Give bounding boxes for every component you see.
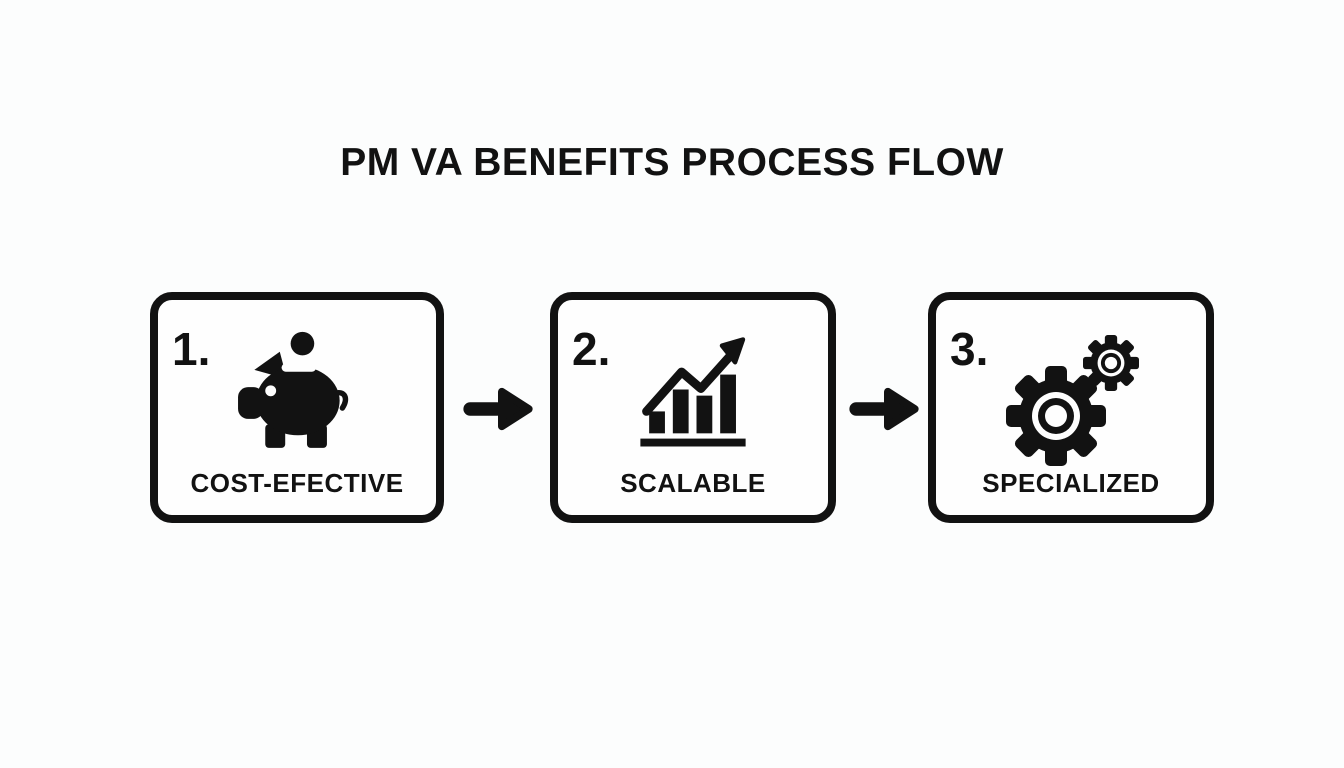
step-number-2: 2. xyxy=(572,323,611,375)
step-label-3: SPECIALIZED xyxy=(982,468,1160,498)
step-box-specialized: 3. xyxy=(928,292,1214,523)
gears-icon xyxy=(1001,330,1141,475)
step-number-1: 1. xyxy=(172,323,211,375)
step-label-1: COST-EFECTIVE xyxy=(190,468,404,498)
step-box-cost-effective: 1. COST-EFECTIVE xyxy=(150,292,444,523)
step-label-2: SCALABLE xyxy=(620,468,766,498)
step-number-3: 3. xyxy=(950,323,989,375)
step-box-scalable: 2. SCALABLE xyxy=(550,292,836,523)
page-title: PM VA BENEFITS PROCESS FLOW xyxy=(340,141,1004,184)
arrow-right-icon xyxy=(461,384,535,434)
growth-bar-chart-icon xyxy=(636,336,750,455)
piggy-bank-icon xyxy=(238,330,356,462)
arrow-right-icon xyxy=(847,384,921,434)
